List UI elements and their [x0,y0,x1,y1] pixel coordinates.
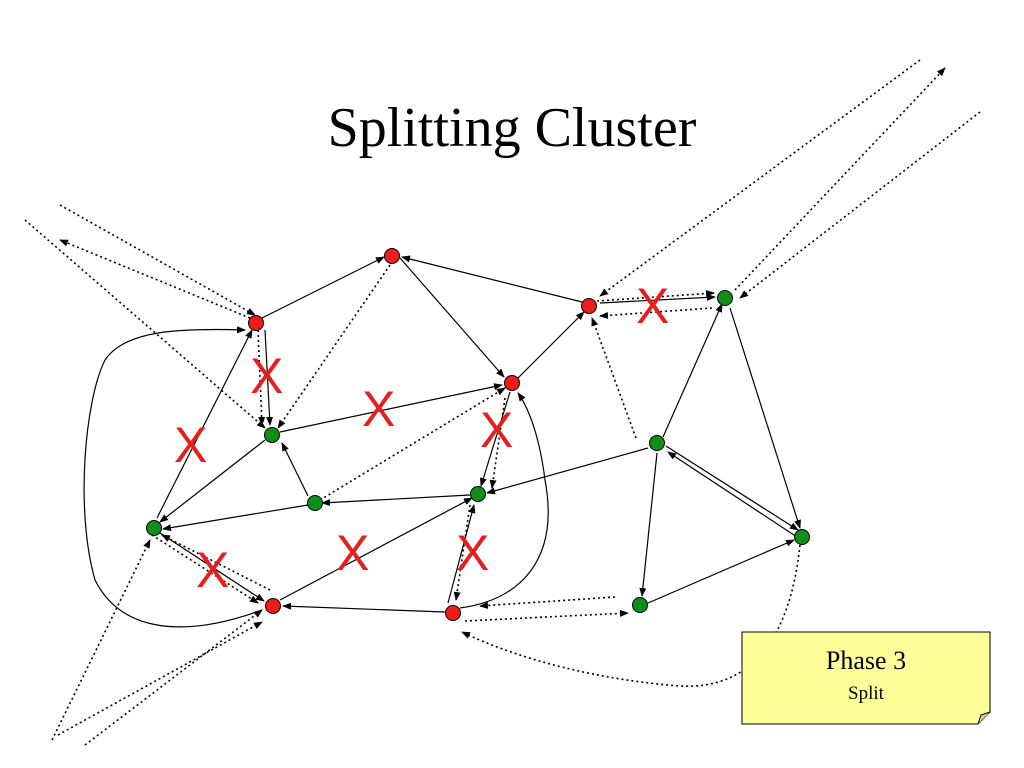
red-node [504,375,520,391]
red-node [581,298,597,314]
green-node [649,435,665,451]
cut-mark: X [480,402,513,458]
green-node [470,486,486,502]
green-node [146,520,162,536]
cut-mark: X [362,381,395,437]
cut-marks: X X X X X X X X [174,278,669,598]
cut-mark: X [636,278,669,334]
green-node [632,597,648,613]
green-node [264,427,280,443]
cut-mark: X [196,542,229,598]
dotted-edges [24,59,981,746]
cut-mark: X [174,417,207,473]
phase-note: Phase 3 Split [741,631,991,725]
note-subtitle: Split [848,683,885,704]
cut-mark: X [336,525,369,581]
green-node [717,290,733,306]
red-node [265,598,281,614]
cut-mark: X [250,348,283,404]
nodes [146,248,810,621]
slide-title: Splitting Cluster [327,97,697,159]
red-node [248,315,264,331]
cut-mark: X [456,525,489,581]
green-node [307,495,323,511]
green-node [794,529,810,545]
red-node [384,248,400,264]
red-node [445,605,461,621]
solid-edges [83,255,801,628]
note-title: Phase 3 [826,646,906,675]
